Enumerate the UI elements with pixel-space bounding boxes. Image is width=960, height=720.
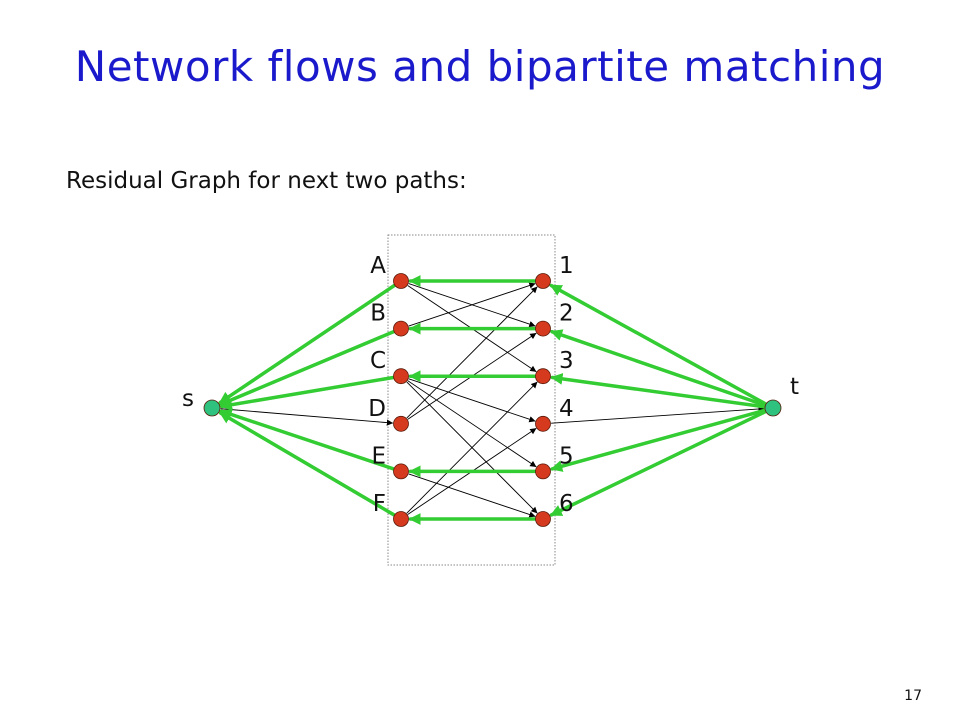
edge-F-to-s <box>218 411 396 517</box>
node-label-3: 3 <box>559 348 574 374</box>
node-4 <box>535 415 551 432</box>
node-label-5: 5 <box>559 443 574 469</box>
partition-box <box>387 234 556 566</box>
edge-B-to-s <box>219 330 395 406</box>
node-label-2: 2 <box>559 301 574 327</box>
edge-E-to-6 <box>408 473 536 518</box>
node-label-F: F <box>373 491 386 517</box>
node-label-D: D <box>368 396 386 422</box>
slide-number: 17 <box>904 688 922 704</box>
node-2 <box>535 320 551 337</box>
node-3 <box>535 368 551 385</box>
node-label-t: t <box>790 374 799 400</box>
edge-4-to-t <box>551 405 765 424</box>
node-label-B: B <box>370 301 386 327</box>
edge-C-to-4 <box>408 378 536 423</box>
edge-E-to-s <box>219 408 395 471</box>
node-s <box>203 399 221 417</box>
edge-layer <box>218 275 767 525</box>
slide-subtitle: Residual Graph for next two paths: <box>66 168 467 194</box>
node-label-A: A <box>370 253 386 279</box>
node-label-C: C <box>370 348 386 374</box>
edge-t-to-6 <box>549 410 767 517</box>
edge-s-to-D <box>220 408 394 426</box>
node-E <box>393 463 409 480</box>
node-label-6: 6 <box>559 491 574 517</box>
node-C <box>393 368 409 385</box>
edge-D-to-1 <box>406 286 538 419</box>
node-6 <box>535 511 551 527</box>
edge-t-to-3 <box>550 372 766 409</box>
node-label-1: 1 <box>559 253 574 279</box>
edge-t-to-1 <box>549 283 767 406</box>
node-1 <box>535 273 551 289</box>
edge-C-to-s <box>220 375 395 411</box>
node-D <box>393 415 409 432</box>
node-5 <box>535 463 551 480</box>
node-label-s: s <box>182 386 194 412</box>
node-label-4: 4 <box>559 396 574 422</box>
edge-t-to-5 <box>550 408 767 472</box>
edge-C-to-5 <box>407 380 537 468</box>
node-F <box>393 511 409 527</box>
edge-A-to-s <box>218 283 396 405</box>
edge-B-to-1 <box>408 282 536 327</box>
edge-F-to-3 <box>406 381 538 514</box>
node-A <box>393 273 409 289</box>
node-label-E: E <box>371 443 386 469</box>
node-t <box>764 399 782 417</box>
edge-t-to-2 <box>550 329 767 407</box>
node-B <box>393 320 409 337</box>
slide-title: Network flows and bipartite matching <box>74 42 886 91</box>
